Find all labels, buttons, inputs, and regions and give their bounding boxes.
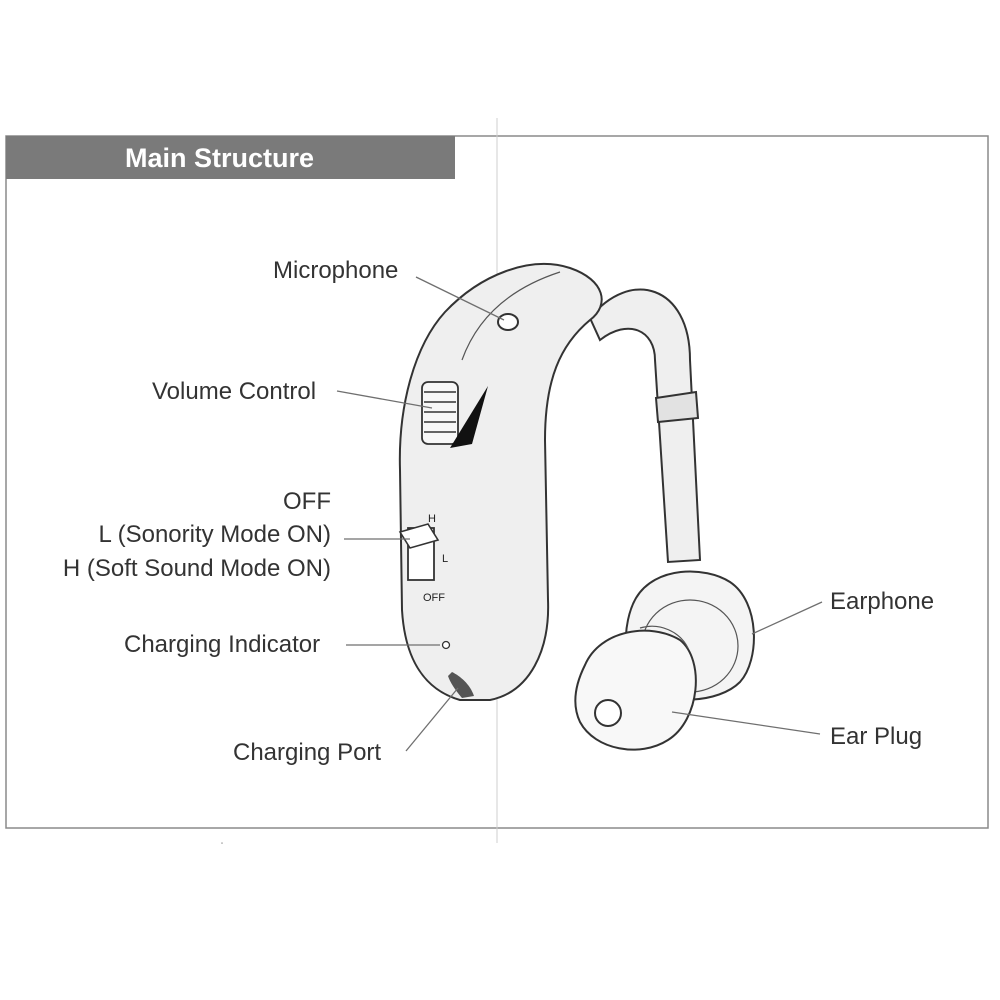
label-off: OFF bbox=[283, 488, 331, 515]
volume-wedge bbox=[450, 386, 488, 448]
switch-mark-h: H bbox=[428, 513, 436, 525]
ear-plug-dome bbox=[574, 629, 697, 751]
ear-plug-opening bbox=[594, 699, 622, 727]
label-ear-plug: Ear Plug bbox=[830, 723, 922, 750]
device-body bbox=[398, 263, 603, 701]
leader-ear-plug bbox=[671, 711, 821, 735]
charging-port-slot bbox=[448, 672, 474, 698]
hook-ring bbox=[654, 390, 700, 424]
label-mode-l: L (Sonority Mode ON) bbox=[98, 521, 331, 548]
body-edge bbox=[461, 271, 561, 361]
leader-earphone bbox=[751, 601, 823, 635]
mode-switch bbox=[398, 523, 440, 581]
label-microphone: Microphone bbox=[273, 257, 398, 284]
label-charging-port: Charging Port bbox=[233, 739, 381, 766]
page-number-cut-left: ̇ bbox=[221, 842, 223, 843]
leader-microphone bbox=[415, 276, 505, 321]
label-charging-indicator: Charging Indicator bbox=[124, 631, 320, 658]
hearing-aid-illustration: H L OFF bbox=[398, 263, 755, 751]
label-volume-control: Volume Control bbox=[152, 378, 316, 405]
switch-mark-off: OFF bbox=[423, 592, 445, 604]
diagram-title: Main Structure bbox=[125, 143, 314, 173]
ear-plug-ridge bbox=[639, 625, 689, 649]
switch-mark-l: L bbox=[442, 553, 448, 565]
charging-indicator-led bbox=[441, 640, 451, 650]
ear-hook bbox=[588, 288, 702, 564]
volume-wheel bbox=[421, 381, 459, 445]
label-earphone: Earphone bbox=[830, 588, 934, 615]
leader-volume-control bbox=[336, 390, 433, 409]
label-mode-h: H (Soft Sound Mode ON) bbox=[63, 555, 331, 582]
microphone-port bbox=[497, 313, 519, 331]
title-bar bbox=[6, 136, 455, 179]
leader-charging-port bbox=[405, 687, 459, 752]
